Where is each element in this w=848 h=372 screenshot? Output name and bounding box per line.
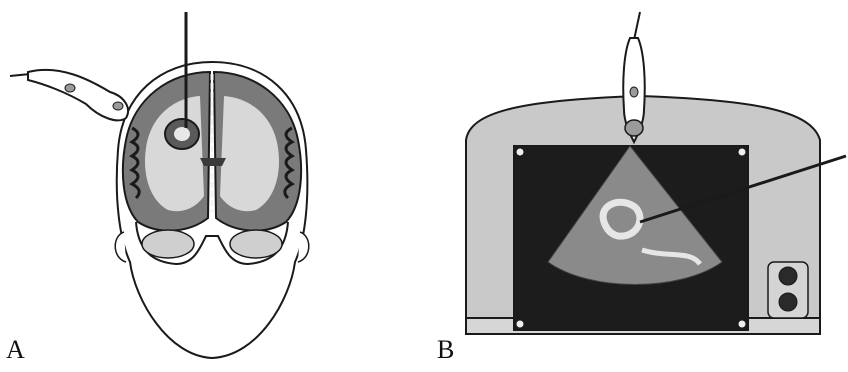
panel-b-label: B xyxy=(437,337,454,363)
panel-b-illustration xyxy=(466,12,846,334)
probe-tip xyxy=(113,102,123,110)
probe-window-b xyxy=(630,87,638,97)
panel-a-label: A xyxy=(6,337,25,363)
right-sinus xyxy=(230,230,282,258)
screw-icon xyxy=(516,320,524,328)
transducer-probe xyxy=(28,70,128,120)
screw-icon xyxy=(516,148,524,156)
screw-icon xyxy=(738,320,746,328)
knob-icon[interactable] xyxy=(779,267,797,285)
ventricle xyxy=(200,158,226,166)
left-sinus xyxy=(142,230,194,258)
panel-a-illustration xyxy=(10,12,309,358)
probe-window xyxy=(65,84,75,92)
screw-icon xyxy=(738,148,746,156)
monitor-probe-cable xyxy=(634,12,640,40)
tumor-core xyxy=(174,127,190,141)
knob-icon[interactable] xyxy=(779,293,797,311)
probe-tip-b xyxy=(625,120,643,136)
